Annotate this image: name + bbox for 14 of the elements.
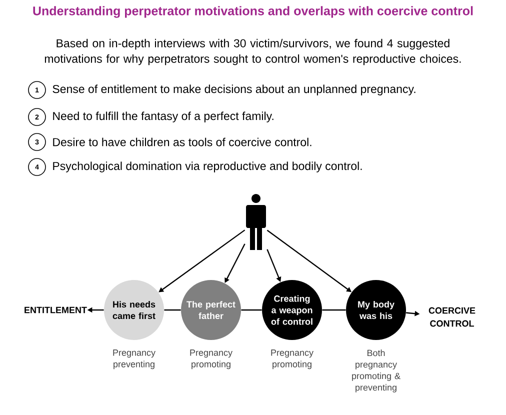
axis-label: ENTITLEMENT (24, 306, 87, 314)
intro-text: Based on in-depth interviews with 30 victim/survivors, we found 4 suggested motivations for why perpetrators sought to control women's reproductive choices. (44, 38, 461, 66)
axis-label: COERCIVE CONTROL (428, 307, 476, 327)
list-item-text: Sense of entitlement to make decisions about an unplanned pregnancy. (52, 84, 416, 96)
outcome-label: Pregnancy preventing (113, 350, 156, 370)
outcome-label: Pregnancy promoting (271, 350, 314, 370)
person-icon (246, 194, 266, 250)
list-item-text: Psychological domination via reproductive and bodily control. (53, 162, 362, 172)
arrow (158, 230, 246, 292)
outcome-label: Both pregnancy promoting & preventing (352, 350, 400, 392)
list-item-text: Desire to have children as tools of coercive control. (53, 138, 312, 146)
outcome-label: Pregnancy promoting (190, 350, 232, 370)
list-item-text: Need to fulfill the fantasy of a perfect family. (53, 112, 274, 122)
title: Understanding perpetrator motivations and overlaps with coercive control (33, 6, 473, 18)
